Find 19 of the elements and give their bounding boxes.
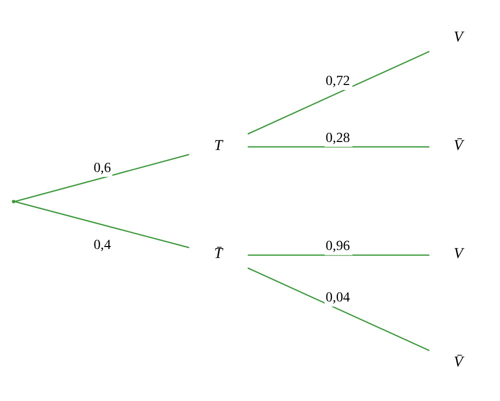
- node-text: V̄: [454, 137, 463, 154]
- node-text: T: [214, 137, 223, 154]
- edge-label: 0,96: [326, 238, 350, 254]
- node-text: T̄: [214, 246, 223, 262]
- connector: [14, 153, 190, 202]
- node-point: [12, 199, 16, 203]
- connector: [248, 254, 430, 256]
- edge-label: 0,28: [326, 130, 350, 146]
- connector: [248, 50, 430, 134]
- node-text: V̄: [454, 354, 463, 370]
- edge-label: 0,72: [326, 74, 350, 89]
- edge-label: 0,4: [94, 238, 111, 253]
- connector: [248, 266, 430, 351]
- node-text: V: [454, 246, 463, 262]
- connector: [14, 200, 190, 248]
- node-text: V: [454, 28, 463, 45]
- edge-label: 0,6: [94, 160, 111, 176]
- edge-label: 0,04: [326, 290, 350, 306]
- connector: [248, 146, 430, 147]
